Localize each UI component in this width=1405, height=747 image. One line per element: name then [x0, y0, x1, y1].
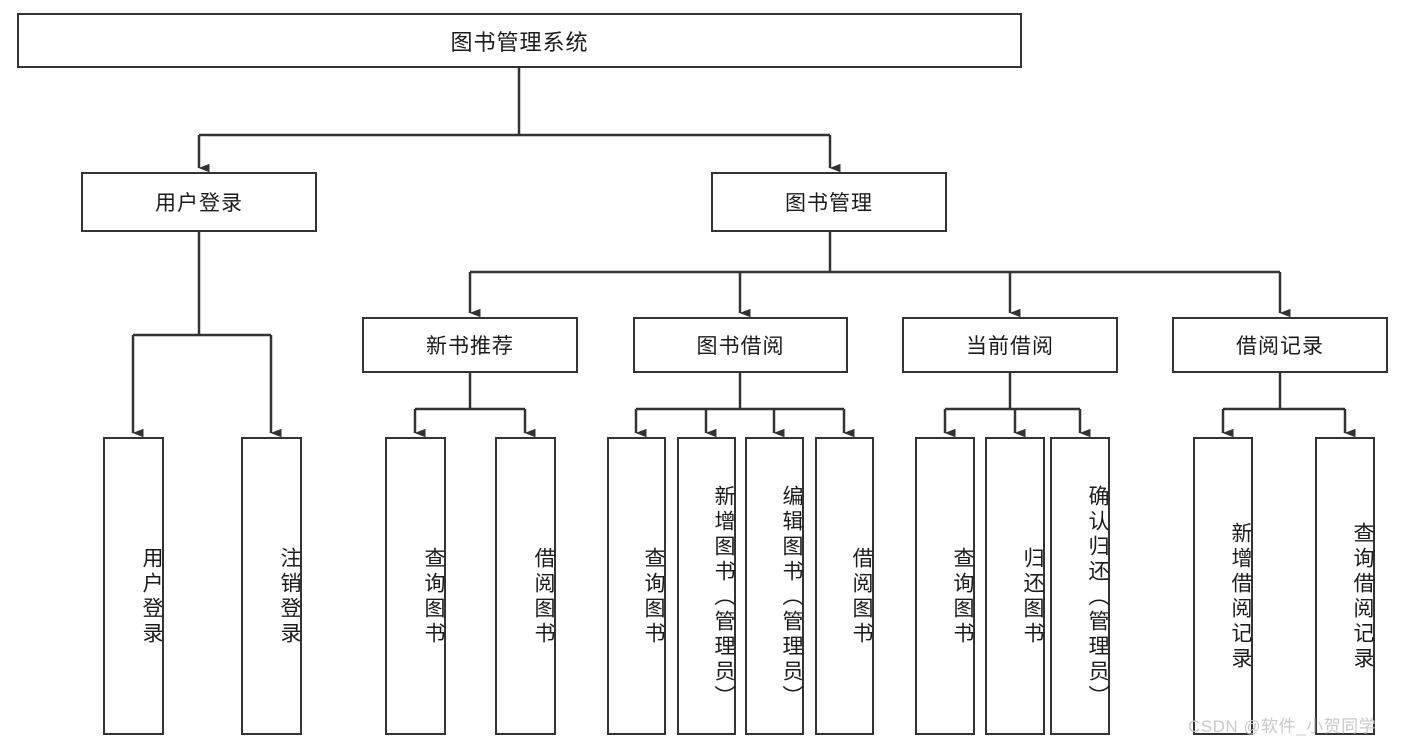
node-label: 当前借阅 [966, 335, 1054, 358]
leaf-return-book[interactable]: 归还图书 [985, 437, 1045, 735]
node-user-login[interactable]: 用户登录 [81, 172, 317, 232]
node-current-borrow[interactable]: 当前借阅 [902, 317, 1118, 373]
node-label: 确认归还（管理员） [1086, 484, 1109, 710]
node-label: 借阅图书 [532, 547, 555, 647]
node-label: 新书推荐 [426, 335, 514, 358]
leaf-borrow-book-new[interactable]: 借阅图书 [495, 437, 556, 735]
node-root-book-management-system[interactable]: 图书管理系统 [17, 13, 1022, 68]
leaf-confirm-return-admin[interactable]: 确认归还（管理员） [1050, 437, 1110, 735]
node-borrow-records[interactable]: 借阅记录 [1172, 317, 1388, 373]
node-label: 借阅记录 [1236, 335, 1324, 358]
node-new-book-recommend[interactable]: 新书推荐 [362, 317, 578, 373]
node-label: 新增借阅记录 [1229, 522, 1252, 672]
leaf-edit-book-admin[interactable]: 编辑图书（管理员） [745, 437, 804, 735]
node-label: 查询图书 [951, 547, 974, 647]
node-label: 新增图书（管理员） [712, 484, 735, 710]
leaf-add-book-admin[interactable]: 新增图书（管理员） [677, 437, 736, 735]
leaf-query-book-new[interactable]: 查询图书 [385, 437, 446, 735]
node-label: 归还图书 [1021, 547, 1044, 647]
node-book-borrow[interactable]: 图书借阅 [633, 317, 848, 373]
leaf-query-book-current[interactable]: 查询图书 [915, 437, 975, 735]
leaf-user-login[interactable]: 用户登录 [103, 437, 164, 735]
node-label: 用户登录 [155, 192, 243, 215]
node-label: 图书管理 [785, 192, 873, 215]
node-label: 查询图书 [422, 547, 445, 647]
node-label: 图书管理系统 [450, 29, 589, 55]
node-label: 查询借阅记录 [1351, 522, 1374, 672]
node-label: 查询图书 [642, 547, 665, 647]
node-book-management[interactable]: 图书管理 [711, 172, 947, 232]
node-label: 借阅图书 [850, 547, 873, 647]
node-label: 编辑图书（管理员） [780, 484, 803, 710]
leaf-add-borrow-record[interactable]: 新增借阅记录 [1193, 437, 1253, 735]
node-label: 注销登录 [278, 547, 301, 647]
leaf-query-borrow-record[interactable]: 查询借阅记录 [1315, 437, 1375, 735]
node-label: 图书借阅 [696, 335, 785, 358]
node-label: 用户登录 [140, 547, 163, 647]
leaf-borrow-book[interactable]: 借阅图书 [815, 437, 874, 735]
leaf-query-book-borrow[interactable]: 查询图书 [607, 437, 666, 735]
leaf-logout[interactable]: 注销登录 [241, 437, 302, 735]
